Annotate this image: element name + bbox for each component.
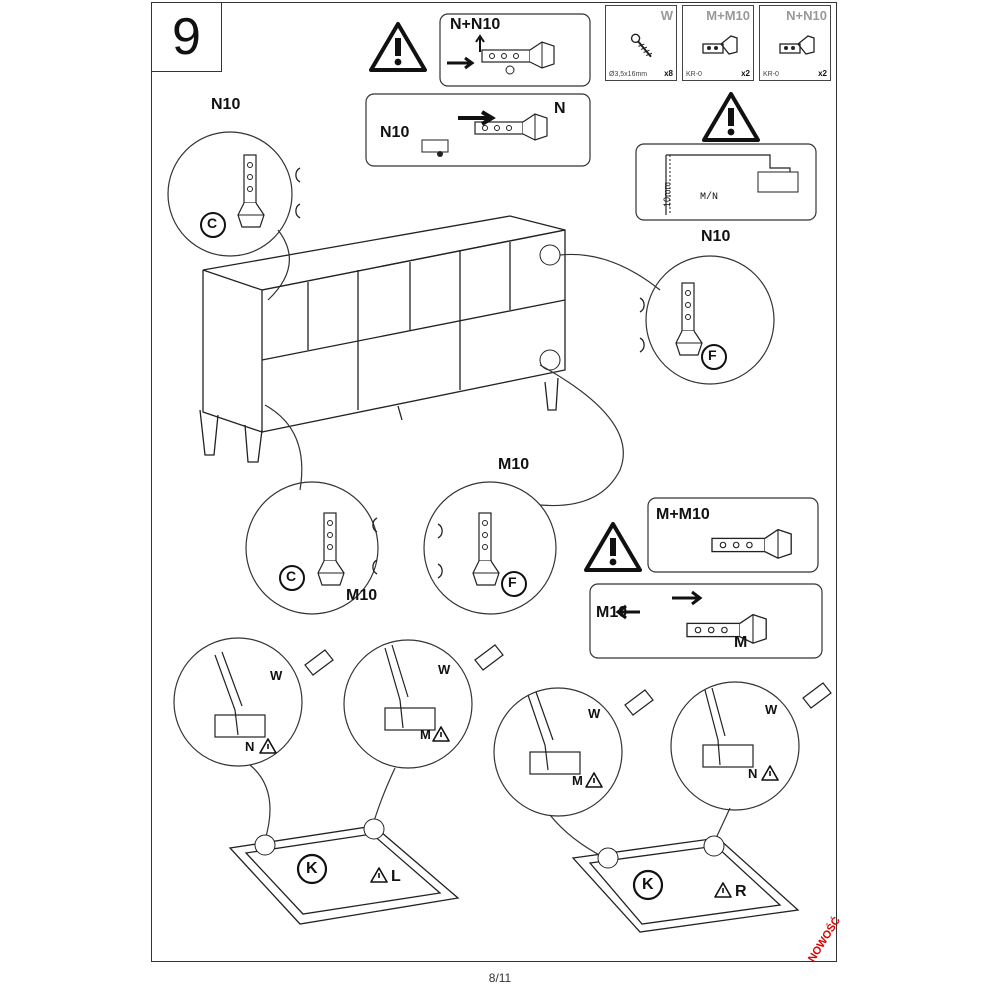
mn-profile-box [635,143,817,221]
part-qty: x8 [664,69,673,78]
door2-screw-label: W [438,662,451,677]
part-qty: x2 [818,69,827,78]
warning-icon [714,882,732,898]
part-cell-m-m10: M+M10 KR-0 x2 [682,5,754,81]
door1-hinge-label: N [245,739,255,754]
top-right-hinge-label: N10 [701,228,731,245]
page-frame [151,2,837,962]
detail-mid-right [423,481,557,615]
mn-label: M/N [700,192,719,203]
step-number: 9 [151,2,222,72]
part-title: M+M10 [706,8,750,23]
warning-icon [259,738,277,754]
warning-icon [369,22,427,72]
callout-n-n10-title: N+N10 [450,16,501,33]
callout-m-m10-box [647,497,819,573]
door4-screw-label: W [765,702,778,717]
page-number: 8/11 [488,971,512,985]
part-cell-n-n10: N+N10 KR-0 x2 [759,5,831,81]
door-left [228,825,460,925]
right-door-label: K [642,876,654,893]
left-side-label: L [391,868,401,885]
part-title: N+N10 [786,8,827,23]
warning-icon [584,522,642,572]
warning-icon [370,867,388,883]
warning-icon [702,92,760,142]
mid-right-panel-label: F [508,574,517,590]
detail-mid-left [245,481,379,615]
warning-icon [761,765,779,781]
door2-hinge-label: M [420,727,431,742]
part-spec: Ø3,5x16mm [609,71,648,78]
left-door-label: K [306,860,318,877]
top-left-hinge-label: N10 [211,96,241,113]
hinge-icon [779,35,815,55]
mid-left-hinge-label: M10 [346,587,378,604]
part-title: W [660,8,673,23]
callout-m-m10-title: M+M10 [656,506,710,523]
hinge-icon [702,35,738,55]
door3-screw-label: W [588,706,601,721]
mm-label: 10mm [662,181,672,207]
door4-hinge-label: N [748,766,758,781]
part-spec: KR-0 [686,71,702,78]
detail-top-left [167,131,293,257]
callout-m10-label: M10 [596,604,628,621]
part-qty: x2 [741,69,750,78]
mid-left-panel-label: C [286,568,297,584]
door3-hinge-label: M [572,773,583,788]
door1-screw-label: W [270,668,283,683]
callout-n10-label: N10 [380,124,410,141]
part-cell-w: W Ø3,5x16mm x8 [605,5,677,81]
mid-right-hinge-label: M10 [498,456,530,473]
warning-icon [585,772,603,788]
top-right-panel-label: F [708,347,717,363]
callout-n-label: N [554,100,566,117]
callout-m-label: M [734,634,748,651]
detail-top-right [645,255,775,385]
callout-m10-box [589,583,823,659]
part-spec: KR-0 [763,71,779,78]
screw-icon [630,33,653,58]
door-right [571,837,800,933]
right-side-label: R [735,883,747,900]
cabinet-drawing [199,215,566,463]
top-left-panel-label: C [207,215,218,231]
